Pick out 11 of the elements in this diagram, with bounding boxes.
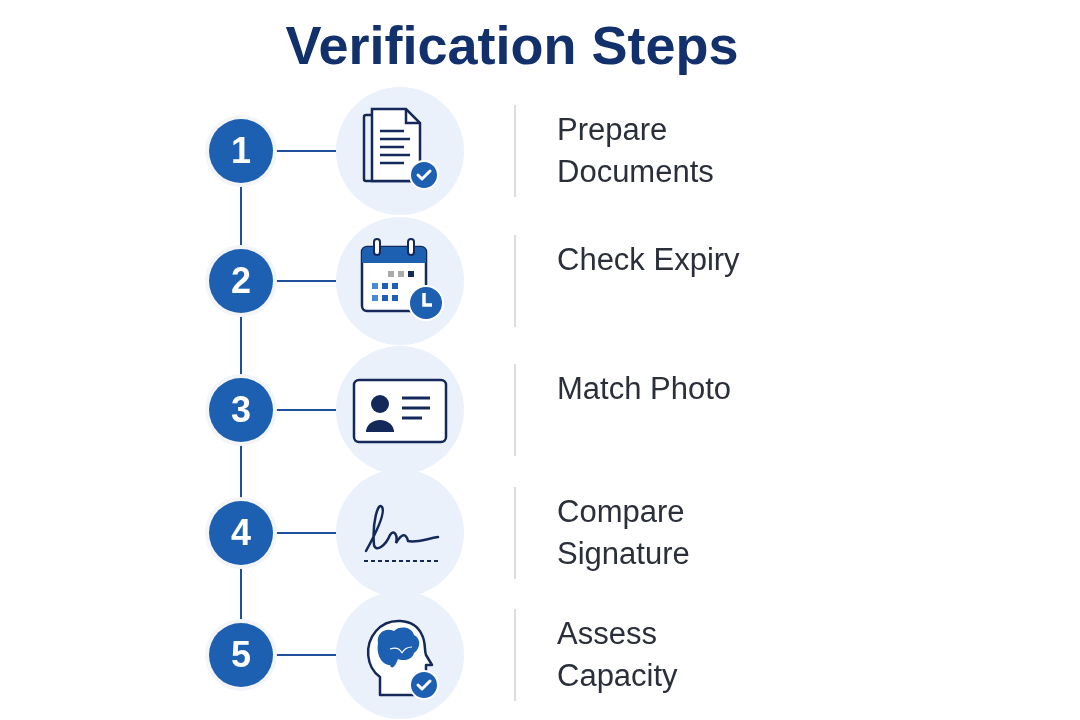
step-number: 2 [231, 263, 251, 299]
step-label: Compare Signature [557, 493, 691, 573]
step-label: Match Photo [557, 370, 733, 408]
title: Verification Steps [284, 14, 740, 77]
step-label: Prepare Documents [557, 111, 715, 191]
step-number: 3 [231, 392, 251, 428]
step-number: 5 [231, 637, 251, 673]
step-number: 4 [231, 515, 251, 551]
step-label: Assess Capacity [557, 615, 679, 695]
step-number: 1 [231, 133, 251, 169]
step-label: Check Expiry [557, 241, 741, 279]
